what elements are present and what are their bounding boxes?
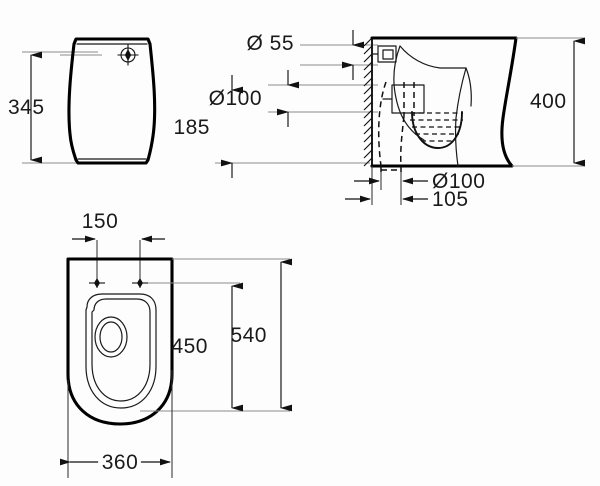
top-bolt-spacing-label: 150 [82, 210, 119, 233]
center-mark-icon [117, 44, 139, 66]
side-total-height-label: 400 [530, 90, 567, 113]
side-pan-outline [370, 36, 518, 168]
trap-upper-contour [399, 45, 472, 107]
front-view: 345 [8, 37, 157, 165]
top-inner-rim [85, 293, 157, 409]
top-inner-rim-secondary [91, 298, 151, 402]
side-offset-105-label: 105 [432, 188, 469, 211]
outlet-connector [382, 82, 425, 116]
front-height-dim-label: 345 [8, 96, 45, 119]
top-length-540-label: 540 [230, 324, 267, 347]
inlet-fitting [371, 45, 397, 63]
bowl-interior-curve [411, 111, 463, 149]
trap-left-contour [393, 45, 425, 141]
top-plan-view: 150 450 [60, 210, 292, 478]
hidden-outlet-right [400, 115, 405, 167]
fixing-hole-right-icon [132, 278, 148, 288]
hidden-outlet-left [377, 81, 387, 167]
top-pan-outline [66, 257, 174, 426]
top-length-450-label: 450 [171, 335, 208, 358]
side-section-view: Ø 55 Ø100 185 [173, 30, 585, 211]
wall-section-hatch-icon [363, 37, 373, 167]
side-height-185-label: 185 [173, 116, 210, 139]
top-outlet-opening-inner [99, 321, 123, 353]
front-pan-outline [67, 37, 157, 165]
side-lower-diameter-label: Ø100 [432, 170, 485, 193]
top-width-360-label: 360 [102, 451, 139, 474]
side-inlet-diameter-label: Ø 55 [246, 32, 294, 55]
top-outlet-opening [94, 316, 128, 358]
side-outlet-diameter-label: Ø100 [209, 87, 262, 110]
fixing-hole-left-icon [89, 278, 105, 288]
trap-right-contour [455, 67, 467, 167]
